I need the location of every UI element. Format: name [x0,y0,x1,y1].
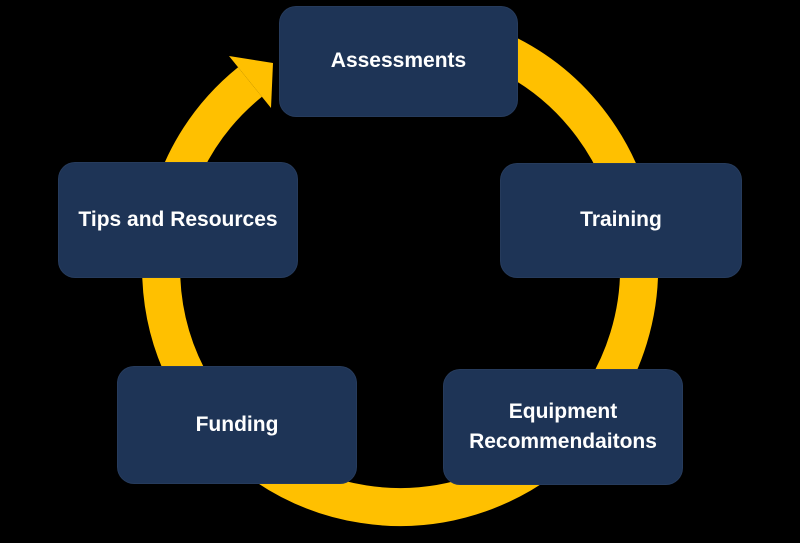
arrowhead-icon [229,56,273,108]
node-training-label: Training [580,208,662,232]
node-equipment-recommendations-label: Equipment Recommendaitons [469,399,657,453]
node-assessments: Assessments [279,6,518,117]
node-tips-and-resources-label: Tips and Resources [78,207,278,231]
node-funding-label: Funding [195,412,279,436]
node-training: Training [500,163,742,278]
node-assessments-label: Assessments [330,49,467,73]
node-equipment-recommendations: Equipment Recommendaitons [443,369,683,485]
node-funding: Funding [117,366,357,484]
node-tips-and-resources: Tips and Resources [58,162,298,278]
